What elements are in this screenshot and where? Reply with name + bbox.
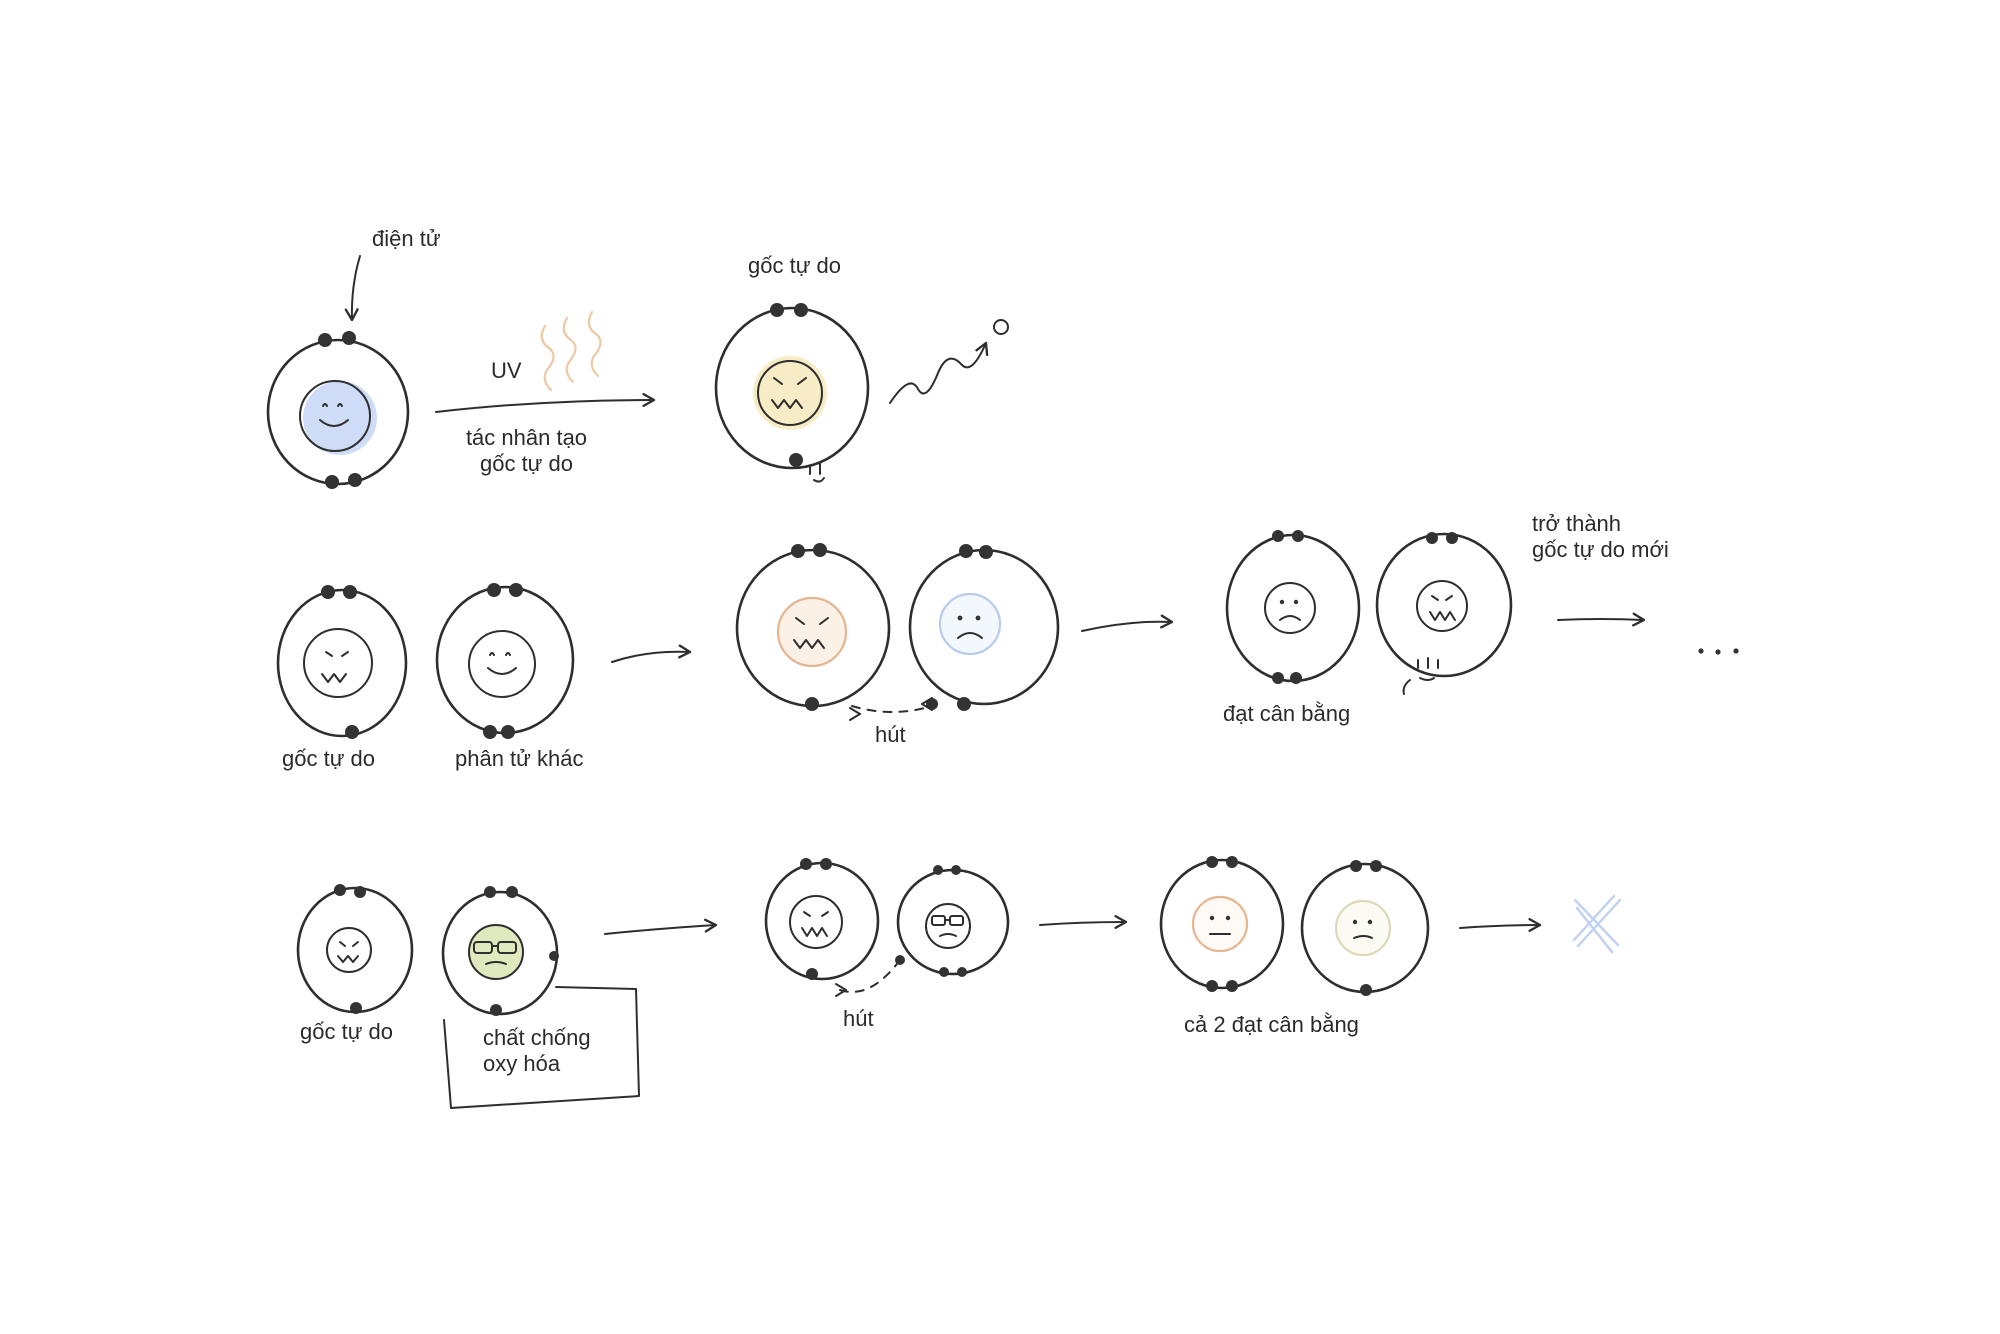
glasses-face-icon <box>473 941 517 965</box>
attraction-dashes-row3 <box>839 959 901 993</box>
free-radical-row1 <box>714 303 870 483</box>
stop-x-icon <box>1572 894 1622 954</box>
ellipsis-icon <box>1698 648 1739 655</box>
other-molecule-row2 <box>435 583 575 739</box>
uv-arrow <box>435 393 656 413</box>
label-free-radical-row2: gốc tự do <box>282 746 376 771</box>
row2-arrow-1 <box>611 644 692 663</box>
electron-pair-icon <box>318 331 362 489</box>
label-balanced: đạt cân bằng <box>1223 701 1351 726</box>
free-radical-attracting-row2 <box>735 543 891 711</box>
glasses-face-icon <box>931 915 964 937</box>
row2-arrow-3 <box>1557 612 1646 627</box>
label-attract-row3: hút <box>843 1006 874 1031</box>
label-other-molecule: phân tử khác <box>455 746 584 771</box>
label-becomes-new: trở thành gốc tự do mới <box>1532 511 1669 562</box>
smile-face-icon <box>487 652 517 675</box>
antioxidant-giving-row3 <box>895 865 1010 977</box>
free-radical-attracting-row3 <box>764 858 880 981</box>
row2-arrow-2 <box>1081 614 1174 632</box>
balanced-antioxidant-row3 <box>1300 860 1430 996</box>
victim-molecule-row2 <box>908 544 1060 711</box>
antioxidant-molecule-row3 <box>441 886 559 1016</box>
balanced-radical-row3 <box>1159 856 1285 992</box>
new-free-radical-row2 <box>1375 532 1513 695</box>
sad-face-icon <box>957 615 983 639</box>
label-attract-row2: hút <box>875 722 906 747</box>
stable-molecule-row1 <box>266 331 410 489</box>
sad-face-icon <box>1279 599 1301 621</box>
angry-face-icon <box>771 377 807 409</box>
smile-face-icon <box>319 403 349 427</box>
escaping-electron-arrow <box>889 341 989 404</box>
neutral-face-icon <box>1209 915 1231 935</box>
label-both-balanced: cả 2 đạt cân bằng <box>1184 1012 1359 1037</box>
lost-electron-icon <box>993 319 1009 335</box>
label-electron: điện tử <box>372 226 441 251</box>
row3-arrow-2 <box>1039 915 1128 930</box>
balanced-molecule-row2 <box>1225 530 1361 684</box>
label-free-radical-row3: gốc tự do <box>300 1019 394 1044</box>
antioxidant-label-box <box>443 986 640 1109</box>
electron-pointer-arrow <box>344 255 361 322</box>
attraction-dashes-row2 <box>851 705 933 713</box>
label-agent: tác nhân tạo gốc tự do <box>465 425 588 476</box>
free-radical-row3 <box>296 884 414 1014</box>
label-uv: UV <box>491 358 522 383</box>
row3-arrow-1 <box>604 918 718 935</box>
free-radical-row2 <box>276 585 408 739</box>
row3-arrow-3 <box>1459 918 1542 933</box>
neutral-face-icon <box>1352 919 1373 939</box>
label-antioxidant: chất chống oxy hóa <box>483 1025 591 1076</box>
uv-rays-icon <box>540 310 602 392</box>
label-free-radical-top: gốc tự do <box>748 253 842 278</box>
